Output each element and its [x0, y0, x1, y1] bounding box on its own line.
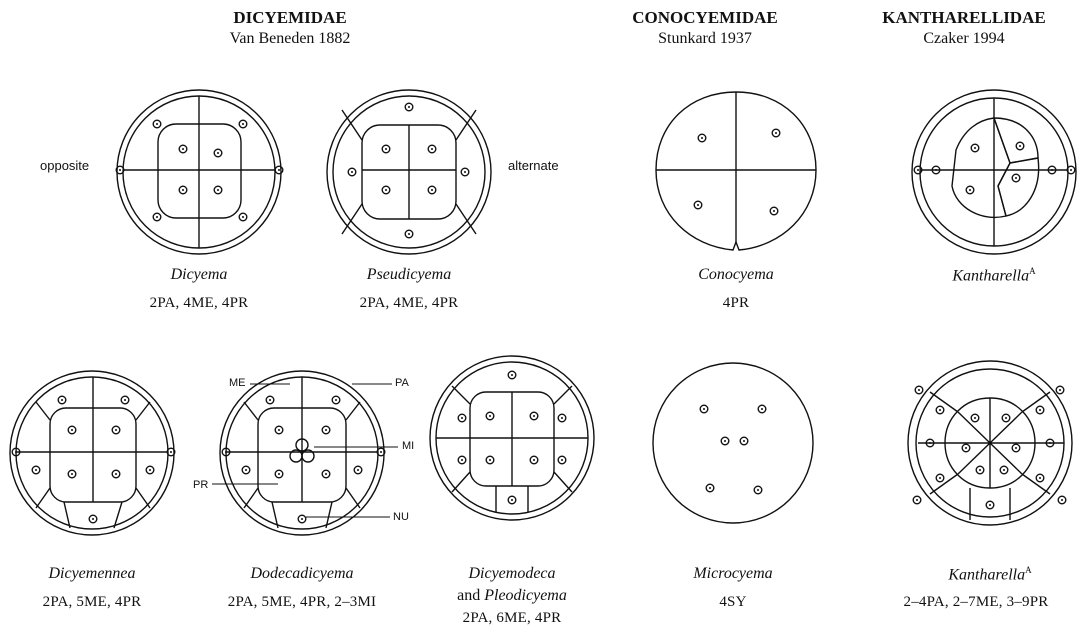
- formula-pseudicyema: 2PA, 4ME, 4PR: [359, 295, 459, 311]
- genus-kantharella-1: KantharellaA: [952, 266, 1036, 285]
- family-title-dicyemidae: DICYEMIDAE: [233, 8, 347, 27]
- formula-kantharella-2: 2–4PA, 2–7ME, 3–9PR: [903, 594, 1049, 610]
- genus-microcyema: Microcyema: [693, 565, 773, 582]
- genus-pseudicyema: Pseudicyema: [366, 266, 452, 283]
- formula-microcyema: 4SY: [719, 594, 747, 610]
- label-mi: MI: [402, 440, 415, 452]
- diagram-kantharella-1: [911, 89, 1077, 255]
- formula-dodecadicyema: 2PA, 5ME, 4PR, 2–3MI: [227, 594, 377, 610]
- formula-dicyema: 2PA, 4ME, 4PR: [149, 295, 249, 311]
- label-pr: PR: [193, 479, 209, 491]
- diagram-conocyema: [655, 91, 817, 251]
- family-authority-dicyemidae: Van Beneden 1882: [229, 30, 351, 47]
- label-me: ME: [229, 377, 246, 389]
- diagram-kantharella-2: [907, 360, 1073, 526]
- genus-dicyema: Dicyema: [170, 266, 228, 283]
- family-authority-conocyemidae: Stunkard 1937: [658, 30, 752, 47]
- formula-dicyemennea: 2PA, 5ME, 4PR: [42, 594, 142, 610]
- genus-conocyema: Conocyema: [698, 266, 774, 283]
- label-pa: PA: [395, 377, 409, 389]
- diagram-dicyemodeca: [429, 355, 595, 521]
- family-authority-kantharellidae: Czaker 1994: [923, 30, 1005, 47]
- diagram-pseudicyema: [326, 89, 492, 255]
- genus-kantharella-2: KantharellaA: [948, 565, 1032, 584]
- genus-dicyemodeca: Dicyemodeca: [468, 565, 556, 582]
- diagram-dicyemennea: [9, 370, 176, 536]
- label-opposite: opposite: [40, 158, 90, 173]
- formula-dicyemodeca: 2PA, 6ME, 4PR: [462, 610, 562, 626]
- family-title-kantharellidae: KANTHARELLIDAE: [882, 8, 1046, 27]
- diagram-microcyema: [652, 362, 814, 524]
- genus-dicyemennea: Dicyemennea: [48, 565, 136, 582]
- formula-conocyema: 4PR: [722, 295, 750, 311]
- genus-pleodicyema: and Pleodicyema: [457, 587, 567, 604]
- genus-dodecadicyema: Dodecadicyema: [250, 565, 354, 582]
- label-nu: NU: [393, 511, 409, 523]
- diagram-dicyema: [115, 89, 284, 255]
- family-title-conocyemidae: CONOCYEMIDAE: [632, 8, 778, 27]
- diagram-dodecadicyema: [212, 370, 398, 536]
- label-alternate: alternate: [508, 158, 559, 173]
